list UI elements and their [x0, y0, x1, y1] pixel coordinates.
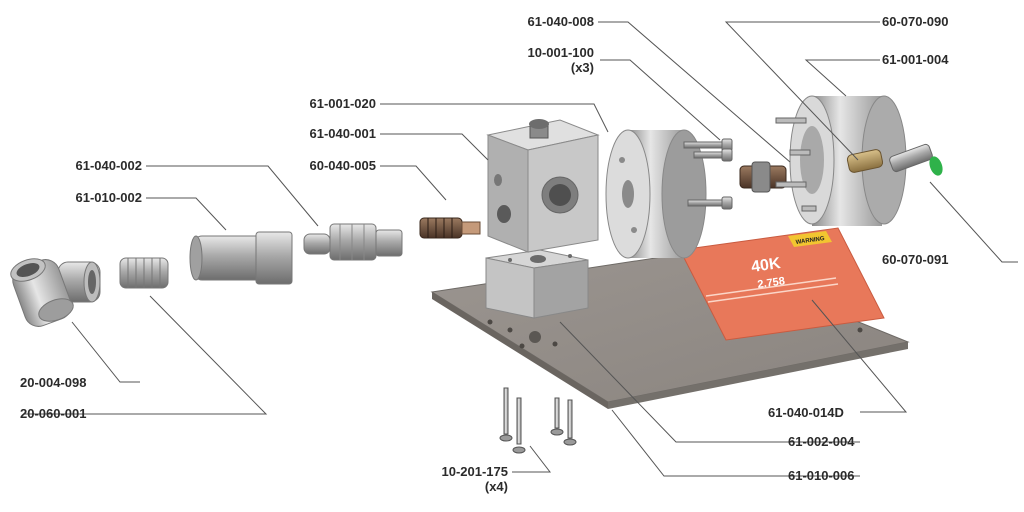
callout-60-040-005: 60-040-005: [309, 158, 377, 173]
adapter-fitting: [303, 223, 403, 261]
callout-60-070-091: 60-070-091: [882, 252, 949, 267]
callout-10-201-175: 10-201-175 (x4): [412, 464, 509, 494]
callout-61-002-004: 61-002-004: [788, 434, 855, 449]
callout-20-004-098: 20-004-098: [20, 375, 87, 390]
callout-10-201-175-part: 10-201-175: [441, 464, 509, 479]
callout-61-010-002: 61-010-002: [75, 190, 143, 205]
callout-61-040-008: 61-040-008: [527, 14, 595, 29]
gauge-fitting: [846, 143, 943, 176]
round-disc: [605, 129, 707, 259]
tee-fitting: [10, 258, 101, 327]
callout-61-001-020: 61-001-020: [309, 96, 377, 111]
valve-cartridge: [419, 217, 481, 239]
callout-61-010-006: 61-010-006: [788, 468, 855, 483]
label-model-text: 2.758: [757, 275, 786, 291]
warning-label-plate: WARNING 40K 2.758: [679, 227, 885, 341]
callout-61-040-014D: 61-040-014D: [768, 405, 844, 420]
mount-block: [485, 249, 589, 319]
callout-10-001-100-part: 10-001-100: [527, 45, 595, 60]
flange-assembly: [775, 95, 907, 226]
callout-10-001-100: 10-001-100 (x3): [498, 45, 595, 75]
bottom-screws: [499, 387, 577, 454]
callout-60-070-090: 60-070-090: [882, 14, 949, 29]
leader-lines: [24, 21, 1018, 477]
cube-block: [486, 119, 600, 253]
callout-61-040-001: 61-040-001: [309, 126, 377, 141]
callout-10-201-175-qty: (x4): [484, 479, 508, 494]
callout-20-060-001: 20-060-001: [20, 406, 87, 421]
cap-screws: [683, 138, 733, 210]
pipe-nipple: [119, 257, 169, 289]
callout-10-001-100-qty: (x3): [570, 60, 594, 75]
callout-61-001-004: 61-001-004: [882, 52, 949, 67]
label-big-number: 40K: [750, 255, 782, 276]
label-warning-text: WARNING: [795, 236, 825, 246]
sleeve-coupler: [189, 231, 293, 285]
callout-61-040-002: 61-040-002: [75, 158, 143, 173]
small-coupler: [739, 161, 787, 193]
